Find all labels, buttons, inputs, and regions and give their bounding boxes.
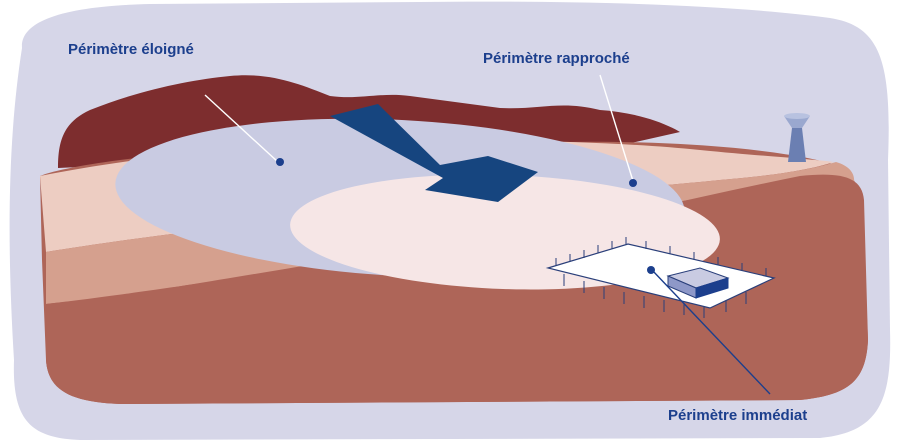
marker-immediat: [647, 266, 655, 274]
marker-eloigne: [276, 158, 284, 166]
marker-rapproche: [629, 179, 637, 187]
label-perimetre-immediat: Périmètre immédiat: [668, 407, 807, 424]
label-perimetre-eloigne: Périmètre éloigné: [68, 41, 194, 58]
label-perimetre-rapproche: Périmètre rapproché: [483, 50, 630, 67]
